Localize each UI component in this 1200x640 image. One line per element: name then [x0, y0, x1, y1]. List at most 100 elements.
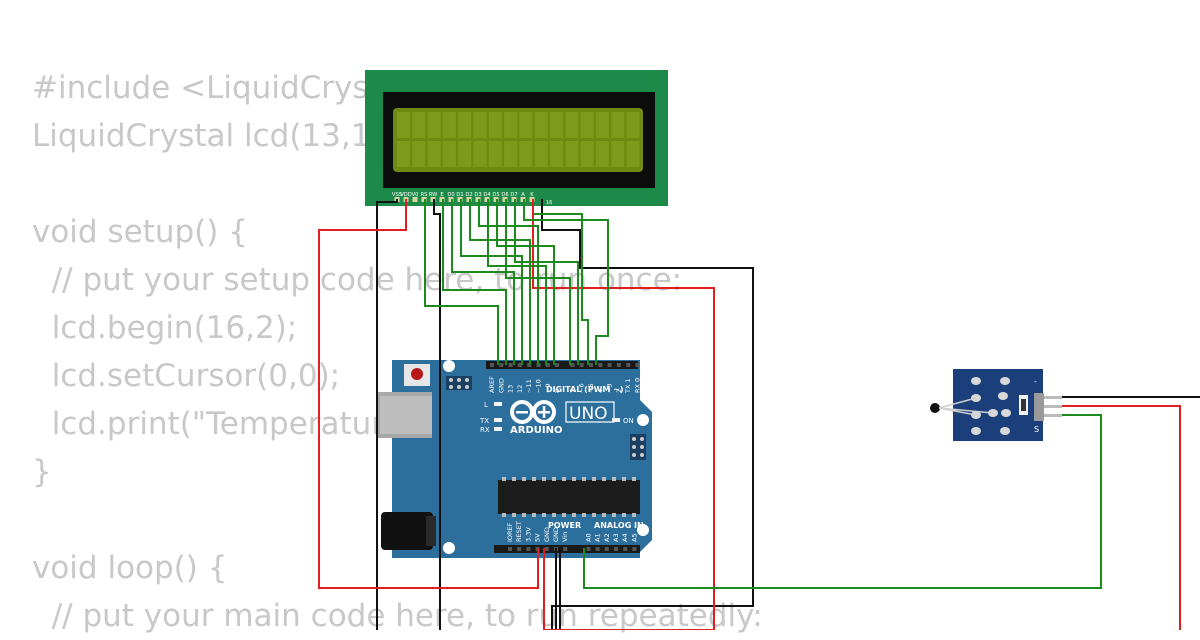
icsp-header-left	[446, 376, 472, 390]
power-analog-pin-label: 5V	[534, 533, 542, 542]
wire-lcd-d6	[505, 199, 571, 365]
on-label: ON	[623, 417, 634, 425]
digital-pin	[545, 363, 550, 367]
lcd-char-cell	[442, 112, 456, 138]
chip-leg	[532, 477, 536, 481]
l-led-label: L	[484, 401, 488, 409]
lcd-char-cell	[488, 141, 502, 167]
digital-pin-label: ~11	[525, 379, 533, 393]
lcd-char-cell	[534, 112, 548, 138]
rx-label: RX	[480, 426, 490, 434]
digital-pin	[555, 363, 560, 367]
chip-leg	[612, 477, 616, 481]
wire-lcd-e-d12	[442, 199, 507, 365]
lcd-char-cell	[550, 141, 563, 167]
icsp-header-right	[630, 434, 646, 460]
analog-label: ANALOG IN	[594, 521, 644, 530]
lcd-char-cell	[427, 141, 441, 167]
code-line: lcd.begin(16,2);	[32, 310, 298, 346]
chip-leg	[512, 513, 516, 517]
power-analog-pin-label: A2	[603, 533, 611, 542]
digital-pin-label: ~3	[606, 383, 614, 393]
digital-pin	[570, 363, 575, 367]
digital-pin	[589, 363, 593, 367]
digital-pin-label: 7	[568, 389, 576, 393]
chip-leg	[572, 513, 576, 517]
tx-led	[494, 418, 502, 422]
power-analog-pin-label: A4	[621, 533, 629, 542]
digital-pin-label: 13	[507, 385, 515, 393]
lcd-pin-label: VDD	[400, 192, 412, 198]
lcd-char-cell	[397, 141, 410, 167]
microcontroller-chip	[498, 480, 640, 514]
lcd-char-cell	[519, 112, 533, 138]
digital-pin-label: 8	[553, 389, 561, 393]
chip-leg	[582, 513, 586, 517]
lcd-char-cell	[626, 112, 640, 138]
lcd-char-cell	[550, 112, 563, 138]
lcd-char-cell	[595, 112, 609, 138]
chip-leg	[542, 477, 546, 481]
wire-lcd-d3	[478, 199, 539, 365]
lcd-pin-label: D0	[447, 192, 454, 198]
code-line: lcd.setCursor(0,0);	[32, 358, 341, 394]
lcd-char-cell	[504, 112, 518, 138]
digital-label: DIGITAL (PWM ~)	[546, 385, 624, 394]
digital-pin	[508, 363, 513, 367]
digital-pin	[616, 363, 621, 367]
wire-lcd-d1	[460, 199, 523, 365]
chip-leg	[552, 513, 556, 517]
lcd-pin-label: D3	[474, 192, 481, 198]
lcd-char-cell	[519, 141, 533, 167]
power-analog-pin	[614, 547, 618, 551]
lcd-char-cell	[611, 112, 625, 138]
chip-leg	[572, 477, 576, 481]
chip-leg	[632, 477, 636, 481]
digital-pin-label: AREF	[488, 376, 496, 393]
digital-pin-label: 12	[516, 385, 524, 393]
arduino-model: UNO	[569, 404, 608, 424]
code-line: // put your main code here, to run repea…	[32, 598, 763, 634]
temperature-sensor-module[interactable]: - S	[930, 369, 1062, 441]
power-analog-pin-label: GND	[552, 527, 560, 542]
chip-leg	[522, 477, 526, 481]
wire-sensor-vcc	[1062, 405, 1181, 630]
power-jack	[381, 512, 433, 550]
tx-label: TX	[479, 417, 489, 425]
digital-pin-label: 2	[615, 389, 623, 393]
lcd-char-cell	[473, 141, 487, 167]
chip-leg	[582, 477, 586, 481]
lcd-char-cell	[397, 112, 410, 138]
chip-leg	[502, 477, 506, 481]
digital-pin	[517, 363, 522, 367]
lcd-char-cell	[488, 112, 502, 138]
wire-lcd-k-gnd	[541, 199, 754, 630]
chip-leg	[622, 477, 626, 481]
chip-leg	[602, 513, 606, 517]
chip-leg	[562, 477, 566, 481]
digital-pin-label: TX 1	[624, 378, 632, 394]
digital-pin-header	[486, 361, 640, 369]
digital-pin	[607, 363, 612, 367]
wire-lcd-a-5v	[532, 199, 715, 630]
lcd-char-cell	[580, 112, 594, 138]
digital-pin-label: RX 0	[634, 378, 642, 393]
wires[interactable]	[318, 199, 1200, 630]
chip-leg	[512, 477, 516, 481]
digital-pin-label: ~5	[587, 383, 595, 393]
wire-lcd-vdd-5v	[318, 199, 539, 589]
arduino-brand: ARDUINO	[510, 425, 562, 436]
power-analog-pin	[632, 547, 637, 551]
thermistor-icon	[930, 403, 940, 413]
power-analog-pin	[586, 547, 591, 551]
lcd-pin-label: A	[521, 192, 525, 198]
wire-lcd-d4	[487, 199, 547, 365]
power-analog-pin	[623, 547, 628, 551]
lcd-char-cell	[458, 141, 472, 167]
power-analog-pin	[517, 547, 522, 551]
lcd-pin-label: D2	[465, 192, 472, 198]
lcd-pin-label: VSS	[392, 192, 402, 198]
